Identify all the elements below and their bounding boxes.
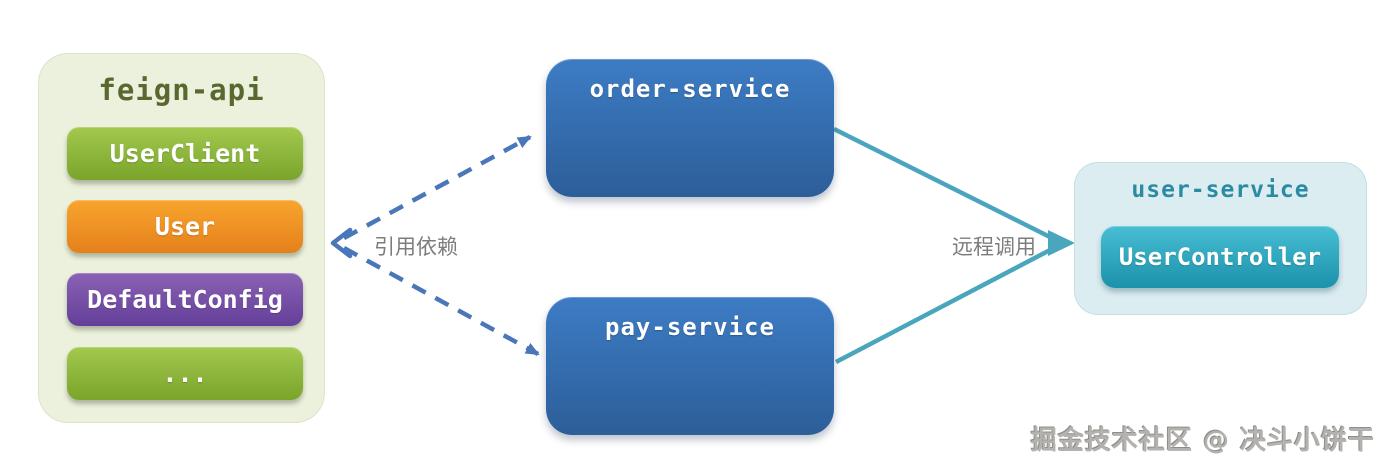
user-service-panel: user-service UserController [1074,162,1367,315]
feign-item-label: UserClient [109,139,261,168]
feign-item-label: DefaultConfig [87,285,283,314]
watermark-text: 掘金技术社区 @ 决斗小饼干 [1030,426,1375,456]
feign-item-user: User [67,200,303,253]
feign-item-label: User [154,212,216,241]
dependency-edge-order [342,135,532,240]
remote-edge-pay [834,247,1054,364]
feign-api-panel: feign-api UserClient User DefaultConfig … [38,53,325,423]
order-service-title: order-service [589,75,791,103]
feign-item-userclient: UserClient [67,127,303,180]
feign-item-ellipsis: ... [67,347,303,400]
order-service-node: order-service [546,59,834,197]
dependency-edge-label: 引用依赖 [374,235,458,259]
remote-edge-label: 远程调用 [952,235,1036,259]
feign-item-label: ... [162,359,208,388]
remote-edge-order [832,126,1054,241]
feign-item-defaultconfig: DefaultConfig [67,273,303,326]
user-controller-node: UserController [1101,226,1339,288]
feign-api-title: feign-api [98,73,265,107]
pay-service-node: pay-service [546,297,834,435]
user-controller-label: UserController [1118,243,1322,271]
pay-service-title: pay-service [605,313,775,341]
remote-arrowhead-user-service [1048,230,1075,256]
dependency-edge-pay [342,246,540,356]
user-service-title: user-service [1131,177,1310,203]
dependency-arrowhead-feign [330,227,353,259]
